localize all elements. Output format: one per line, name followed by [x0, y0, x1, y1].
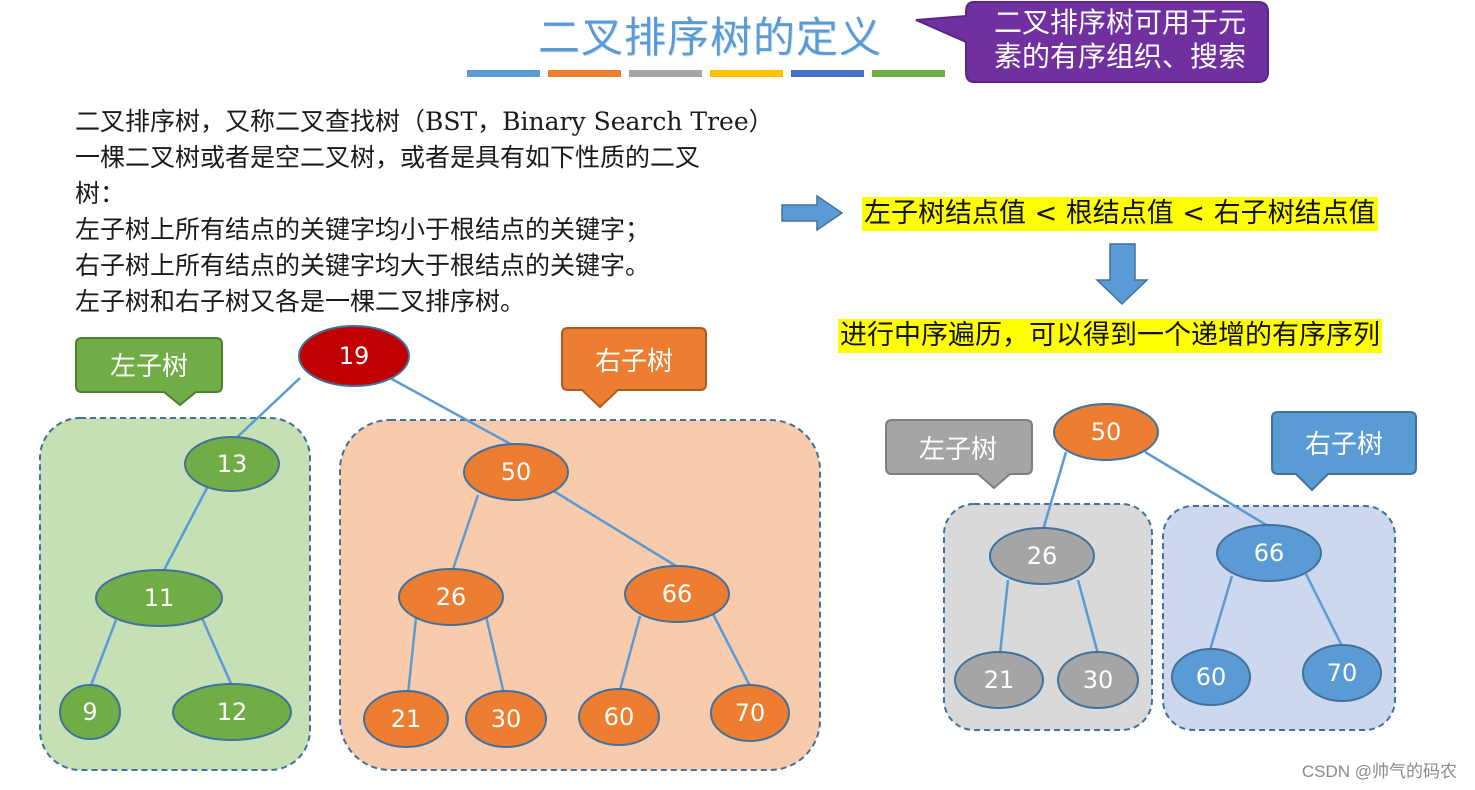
tree2-edge [1144, 450, 1269, 528]
tree2-node: 70 [1302, 644, 1382, 702]
tree1-left-label: 左子树 [110, 352, 188, 382]
definition-line-2: 一棵二叉树或者是空二叉树，或者是具有如下性质的二叉 [75, 143, 701, 172]
tree1-edge [618, 615, 642, 691]
definition-line-6: 左子树和右子树又各是一棵二叉排序树。 [75, 287, 526, 316]
definition-line-5: 右子树上所有结点的关键字均大于根结点的关键字。 [75, 251, 651, 280]
node-label: 12 [217, 698, 248, 726]
tree2-node: 21 [954, 651, 1044, 709]
tree1-node: 70 [710, 684, 790, 742]
tree1-node: 60 [578, 688, 660, 746]
node-label: 9 [82, 698, 97, 726]
node-label: 13 [217, 450, 248, 478]
callout-text: 二叉排序树可用于元 素的有序组织、搜索 [975, 6, 1265, 74]
tree1-node: 50 [463, 443, 569, 501]
title-bar-gray [629, 70, 702, 77]
tree1-node: 12 [172, 683, 292, 741]
tree1-node-root: 19 [298, 325, 410, 387]
tree2-left-label: 左子树 [919, 435, 997, 465]
tree1-node: 26 [398, 568, 504, 626]
inorder-highlight: 进行中序遍历，可以得到一个递增的有序序列 [838, 319, 1382, 353]
tree1-node: 21 [363, 690, 449, 748]
tree2-node: 66 [1216, 524, 1322, 582]
tree1-node: 66 [624, 565, 730, 623]
node-label: 60 [1196, 663, 1227, 691]
tree2-left-label-bubble [885, 419, 1033, 490]
node-label: 21 [984, 666, 1015, 694]
callout-bubble [915, 1, 1269, 83]
definition-line-3: 树： [75, 179, 126, 208]
tree1-edge [551, 488, 677, 568]
node-label: 50 [1091, 418, 1122, 446]
tree1-node: 30 [465, 690, 547, 748]
node-label: 26 [436, 583, 467, 611]
title-bar-orange [548, 70, 621, 77]
node-label: 66 [662, 580, 693, 608]
node-label: 11 [144, 584, 175, 612]
title-underline-bars [467, 70, 945, 77]
tree1-node: 9 [59, 684, 121, 740]
node-label: 26 [1027, 542, 1058, 570]
node-label: 30 [1083, 666, 1114, 694]
tree1-edge [160, 485, 210, 575]
tree2-edge [998, 579, 1010, 655]
node-label: 60 [604, 703, 635, 731]
tree1-right-label: 右子树 [595, 347, 673, 377]
title-bar-blue [467, 70, 540, 77]
tree2-edges [998, 450, 1344, 655]
title-bar-green [872, 70, 945, 77]
tree1-edge [389, 376, 517, 449]
node-label: 50 [501, 458, 532, 486]
tree1-left-label-bubble [75, 337, 223, 407]
property-highlight: 左子树结点值 < 根结点值 < 右子树结点值 [862, 197, 1378, 231]
tree2-right-label: 右子树 [1305, 430, 1383, 460]
tree1-edges [88, 376, 752, 695]
node-label: 21 [391, 705, 422, 733]
node-label: 70 [735, 699, 766, 727]
node-label: 19 [339, 342, 370, 370]
tree1-node: 13 [184, 436, 280, 492]
definition-line-4: 左子树上所有结点的关键字均小于根结点的关键字； [75, 215, 651, 244]
tree2-edge [1076, 579, 1100, 655]
csdn-watermark: CSDN @帅气的码农 [1301, 762, 1457, 781]
definition-text: 二叉排序树，又称二叉查找树（BST，Binary Search Tree） 一棵… [75, 104, 835, 320]
tree1-right-subtree-box [339, 419, 821, 771]
tree1-edge [406, 617, 418, 695]
tree2-edge [1041, 451, 1068, 531]
tree2-node: 26 [989, 527, 1095, 585]
tree2-edge [1208, 575, 1234, 651]
tree2-right-label-bubble [1271, 411, 1417, 492]
tree2-node: 60 [1171, 648, 1251, 706]
tree1-edge [200, 617, 234, 687]
tree1-node: 11 [95, 569, 223, 627]
tree1-edge [484, 615, 506, 695]
tree1-edge [450, 494, 480, 573]
tree2-node: 30 [1057, 651, 1139, 709]
title-bar-darkblue [791, 70, 864, 77]
tree2-edge [1304, 573, 1344, 647]
down-arrow-icon [1095, 243, 1149, 306]
node-label: 70 [1327, 659, 1358, 687]
node-label: 30 [491, 705, 522, 733]
tree1-right-label-bubble [561, 327, 707, 409]
callout-line-1: 二叉排序树可用于元 [993, 6, 1246, 39]
tree1-edge [88, 619, 118, 689]
tree1-edge [231, 377, 301, 443]
title-bar-yellow [710, 70, 783, 77]
tree1-edge [710, 611, 752, 687]
right-arrow-icon [781, 194, 844, 232]
definition-line-1: 二叉排序树，又称二叉查找树（BST，Binary Search Tree） [75, 107, 774, 136]
tree2-node-root: 50 [1053, 403, 1159, 461]
callout-line-2: 素的有序组织、搜索 [993, 40, 1246, 73]
node-label: 66 [1254, 539, 1285, 567]
page-title: 二叉排序树的定义 [537, 13, 882, 62]
